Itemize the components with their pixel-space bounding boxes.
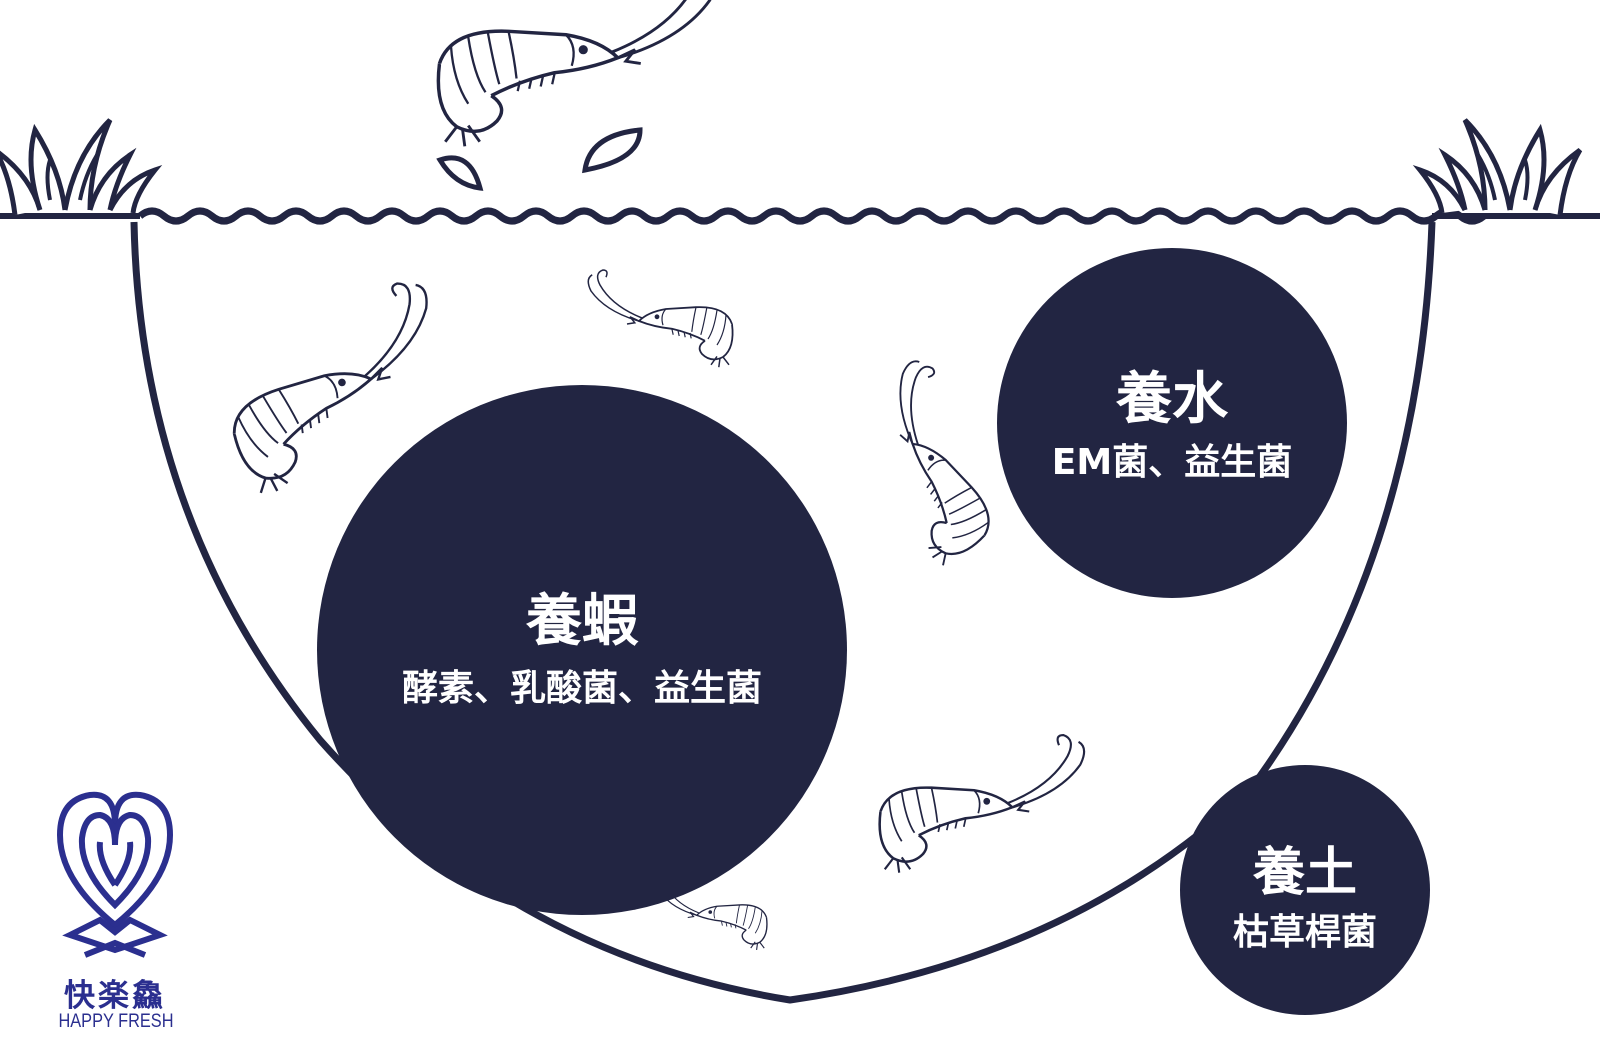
circle-water-subtitle: EM菌、益生菌: [1052, 442, 1292, 483]
shrimp-icon: [438, 0, 715, 146]
circle-soil-title: 養土: [1253, 843, 1357, 903]
brand-name-cn: 快楽鱻: [40, 970, 190, 1015]
circle-water: 養水 EM菌、益生菌: [997, 248, 1347, 598]
shrimp-icon: [588, 270, 732, 367]
brand-name-en: HAPPY FRESH: [47, 1011, 185, 1033]
water-droplet-icon: [585, 130, 640, 170]
grass-icon: [1420, 120, 1580, 215]
circle-soil: 養土 枯草桿菌: [1180, 765, 1430, 1015]
circle-shrimp-subtitle: 酵素、乳酸菌、益生菌: [402, 668, 762, 709]
circle-shrimp-title: 養蝦: [525, 589, 639, 654]
circle-soil-subtitle: 枯草桿菌: [1233, 912, 1377, 953]
lotus-logo-icon: [60, 795, 170, 955]
circle-shrimp: 養蝦 酵素、乳酸菌、益生菌: [317, 385, 847, 915]
wave-line-icon: [140, 211, 1484, 221]
circle-water-title: 養水: [1115, 367, 1229, 432]
water-droplet-icon: [440, 158, 480, 188]
grass-icon: [0, 120, 155, 215]
shrimp-icon: [880, 735, 1084, 873]
